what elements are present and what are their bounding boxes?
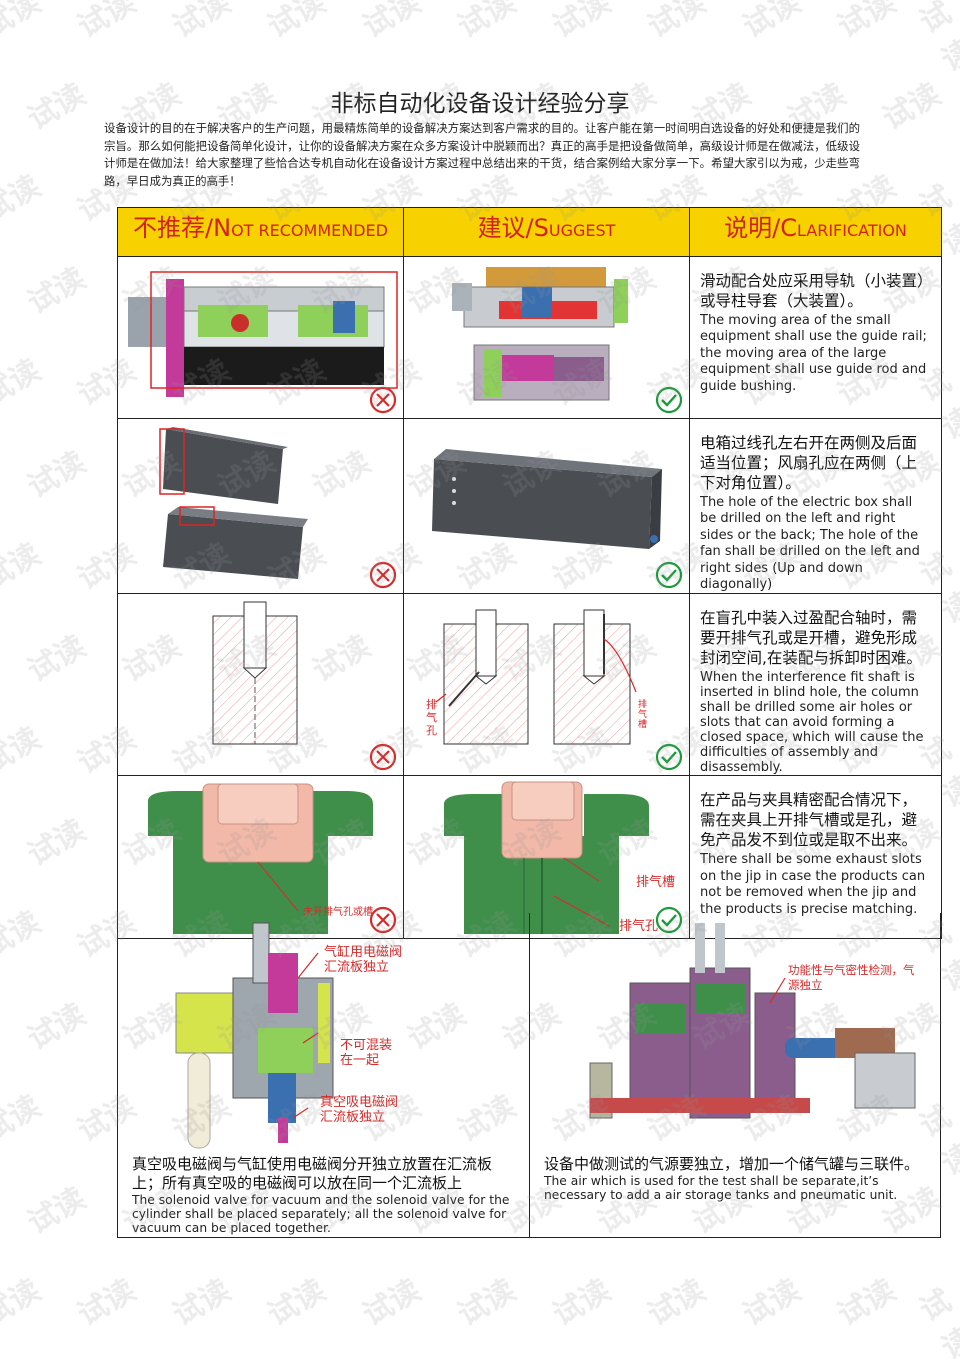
- row2-bad-image: [117, 417, 404, 595]
- watermark-text: 试读: [72, 1272, 142, 1334]
- watermark-text: 试读: [22, 628, 92, 690]
- row4-good-image: 排气槽 排气孔: [403, 775, 690, 940]
- watermark-text: 试读: [832, 0, 902, 46]
- cross-circle-icon: [369, 744, 397, 771]
- watermark-text: 试读: [167, 1272, 237, 1334]
- cross-circle-icon: [369, 907, 397, 934]
- row2-good-image: [403, 417, 690, 595]
- row1-clarification: 滑动配合处应采用导轨（小装置）或导柱导套（大装置）。The moving are…: [689, 256, 942, 419]
- row4-bad-image: 未开排气孔或槽: [117, 775, 404, 940]
- label-cylinder-manifold: 气缸用电磁阀汇流板独立: [324, 945, 403, 975]
- row2-clarification: 电箱过线孔左右开在两侧及后面适当位置；风扇孔应在两侧（上下对角位置）。The h…: [689, 417, 942, 595]
- bottom-left-caption: 真空吸电磁阀与气缸使用电磁阀分开独立放置在汇流板上；所有真空吸的电磁阀可以放在同…: [132, 1155, 510, 1235]
- comparison-table: 不推荐/NOT RECOMMENDED 建议/SUGGEST 说明/CLARIF…: [117, 207, 942, 940]
- table-row: 排气孔 排气槽 在盲孔中装入过盈配合轴时，需要开排气孔或是开槽，避免形成封闭空间…: [117, 593, 942, 777]
- watermark-text: 试读: [22, 260, 92, 322]
- watermark-text: 试读: [262, 0, 332, 46]
- watermark-text: 试读: [737, 0, 807, 46]
- table-row: 滑动配合处应采用导轨（小装置）或导柱导套（大装置）。The moving are…: [117, 256, 942, 419]
- watermark-text: 试读: [955, 816, 960, 907]
- watermark-text: 试读: [547, 1272, 617, 1334]
- watermark-text: 试读: [955, 448, 960, 539]
- header-suggest: 建议/SUGGEST: [403, 207, 690, 257]
- watermark-text: 试读: [72, 0, 142, 46]
- watermark-text: 试读: [0, 1088, 47, 1150]
- check-circle-icon: [655, 562, 683, 589]
- bottom-section: 气缸用电磁阀汇流板独立 不可混装在一起 真空吸电磁阀汇流板独立 真空吸电磁阀与气…: [117, 913, 941, 1238]
- watermark-text: 试读: [0, 720, 47, 782]
- label-exhaust-hole: 排气孔: [619, 919, 659, 935]
- cross-circle-icon: [369, 562, 397, 589]
- row3-clarification: 在盲孔中装入过盈配合轴时，需要开排气孔或是开槽，避免形成封闭空间,在装配与拆卸时…: [689, 593, 942, 777]
- watermark-text: 试读: [0, 352, 47, 414]
- watermark-text: 试读: [642, 0, 712, 46]
- watermark-text: 试读: [0, 536, 47, 598]
- watermark-text: 试读: [167, 0, 237, 46]
- label-vent-slot: 排气槽: [638, 700, 648, 731]
- row1-bad-image: [117, 256, 404, 419]
- label-vacuum-manifold: 真空吸电磁阀汇流板独立: [320, 1095, 399, 1125]
- label-no-mixing: 不可混装在一起: [340, 1038, 393, 1068]
- label-exhaust-slot: 排气槽: [636, 875, 676, 891]
- watermark-text: 试读: [955, 1000, 960, 1091]
- watermark-text: 试读: [955, 632, 960, 723]
- watermark-text: 试读: [357, 1272, 427, 1334]
- watermark-text: 试读: [914, 0, 960, 79]
- watermark-text: 试读: [262, 1272, 332, 1334]
- watermark-text: 试读: [832, 1272, 902, 1334]
- watermark-text: 试读: [22, 1180, 92, 1242]
- check-circle-icon: [655, 386, 683, 414]
- row4-clarification: 在产品与夹具精密配合情况下，需在夹具上开排气槽或是孔，避免产品发不到位或是取不出…: [689, 775, 942, 940]
- label-no-vent: 未开排气孔或槽: [303, 907, 373, 919]
- watermark-text: 试读: [642, 1272, 712, 1334]
- watermark-text: 试读: [0, 904, 47, 966]
- header-clarification: 说明/CLARIFICATION: [689, 207, 942, 257]
- watermark-text: 试读: [0, 168, 47, 230]
- watermark-text: 试读: [0, 0, 47, 46]
- watermark-text: 试读: [0, 1272, 47, 1334]
- table-row: 电箱过线孔左右开在两侧及后面适当位置；风扇孔应在两侧（上下对角位置）。The h…: [117, 417, 942, 595]
- watermark-text: 试读: [22, 812, 92, 874]
- bottom-right-caption: 设备中做测试的气源要独立，增加一个储气罐与三联件。The air which i…: [544, 1155, 920, 1202]
- row3-good-image: 排气孔 排气槽: [403, 593, 690, 777]
- table-header: 不推荐/NOT RECOMMENDED 建议/SUGGEST 说明/CLARIF…: [117, 207, 942, 257]
- bottom-left-cell: 气缸用电磁阀汇流板独立 不可混装在一起 真空吸电磁阀汇流板独立 真空吸电磁阀与气…: [118, 913, 530, 1237]
- intro-paragraph: 设备设计的目的在于解决客户的生产问题，用最精炼简单的设备解决方案达到客户需求的目…: [104, 121, 860, 188]
- watermark-text: 试读: [22, 444, 92, 506]
- watermark-text: 试读: [955, 1184, 960, 1275]
- watermark-text: 试读: [22, 996, 92, 1058]
- cross-circle-icon: [369, 386, 397, 414]
- check-circle-icon: [655, 744, 683, 771]
- label-vent-hole: 排气孔: [426, 698, 437, 738]
- watermark-text: 试读: [547, 0, 617, 46]
- watermark-text: 试读: [914, 1283, 960, 1367]
- check-circle-icon: [655, 907, 683, 934]
- row3-bad-image: [117, 593, 404, 777]
- row1-good-image: [403, 256, 690, 419]
- page-title: 非标自动化设备设计经验分享: [330, 91, 630, 117]
- table-row: 未开排气孔或槽 排气槽 排气孔 在产品与夹具精密配合情况下，需在夹具上开排气槽或…: [117, 775, 942, 940]
- bottom-right-cell: 功能性与气密性检测，气源独立 设备中做测试的气源要独立，增加一个储气罐与三联件。…: [530, 913, 940, 1237]
- watermark-text: 试读: [452, 1272, 522, 1334]
- label-test-air-source: 功能性与气密性检测，气源独立: [788, 963, 915, 992]
- watermark-text: 试读: [737, 1272, 807, 1334]
- watermark-text: 试读: [955, 264, 960, 355]
- header-not-recommended: 不推荐/NOT RECOMMENDED: [117, 207, 404, 257]
- watermark-text: 试读: [452, 0, 522, 46]
- watermark-text: 试读: [357, 0, 427, 46]
